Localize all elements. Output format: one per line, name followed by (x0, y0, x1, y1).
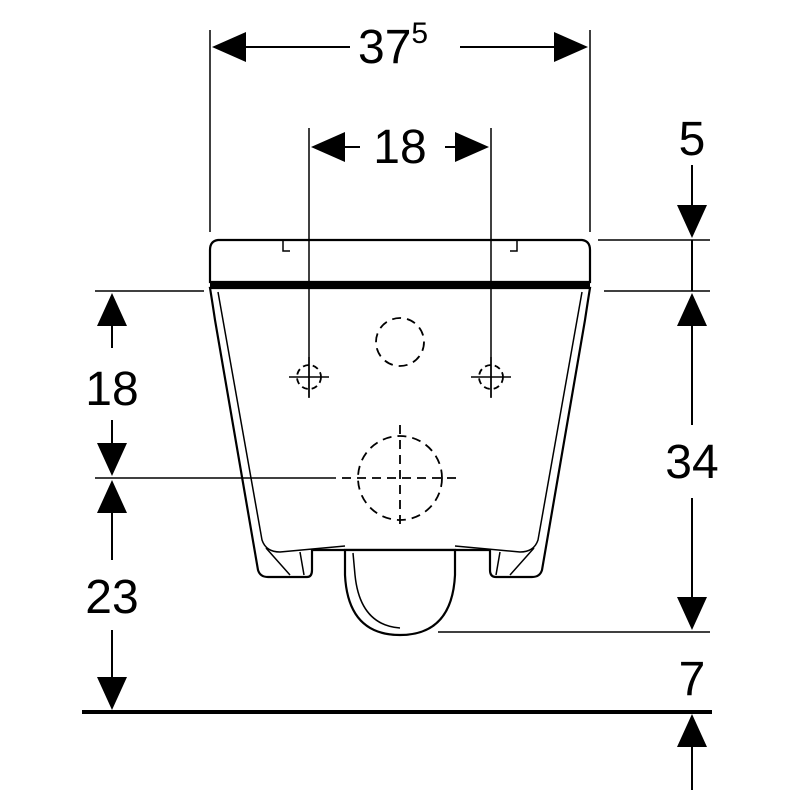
dimension-labels: 375 18 5 18 23 34 7 (85, 17, 718, 706)
foot-right (495, 547, 535, 576)
outlet-spigot (343, 548, 457, 637)
arrow-drain-bottom (97, 677, 127, 710)
dimension-lines (97, 32, 707, 790)
arrow-bowl-bottom (677, 597, 707, 630)
label-overall-width: 375 (358, 17, 428, 74)
arrow-hole-right (455, 132, 489, 162)
seat-notch-left (282, 241, 290, 252)
extension-lines (82, 30, 712, 714)
arrow-drain-top (97, 480, 127, 513)
bowl-inner-contour (217, 291, 583, 553)
label-hole-spacing: 18 (373, 121, 426, 174)
arrow-overall-left (212, 32, 246, 62)
arrow-bowl-top (677, 293, 707, 326)
label-holes-above-drain: 18 (85, 363, 138, 416)
arrow-holes-top (97, 293, 127, 326)
water-inlet-circle (375, 317, 425, 367)
label-seat-thickness: 5 (679, 113, 706, 166)
label-floor-clearance: 7 (679, 653, 706, 706)
outlet-spigot-inner (352, 552, 401, 629)
toilet-outline (208, 238, 592, 637)
label-bowl-height: 34 (665, 436, 718, 489)
arrow-floor-clearance (677, 714, 707, 747)
label-drain-height: 23 (85, 571, 138, 624)
arrow-seat-top (677, 205, 707, 238)
seat-lid (208, 238, 592, 284)
arrow-holes-bottom (97, 443, 127, 476)
arrow-hole-left (311, 132, 345, 162)
foot-left (265, 547, 305, 576)
arrow-overall-right (554, 32, 588, 62)
seat-notch-right (510, 241, 518, 252)
